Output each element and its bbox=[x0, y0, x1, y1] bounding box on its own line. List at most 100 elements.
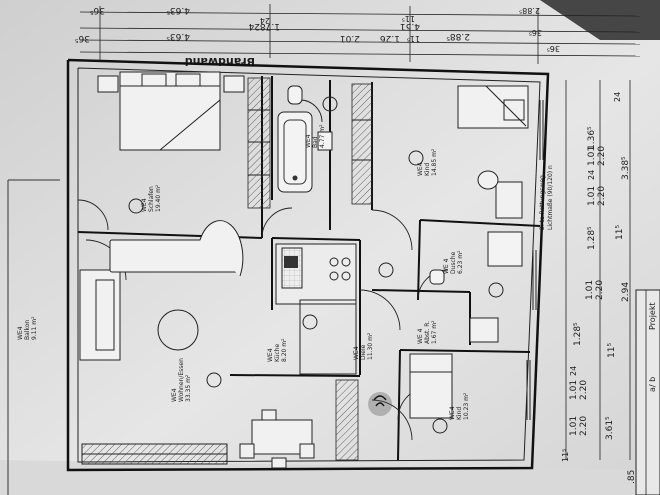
dim-top-3: 2.88⁵ bbox=[446, 31, 470, 41]
svg-text:Bad: Bad bbox=[312, 136, 319, 148]
kitchen-counter bbox=[275, 243, 357, 375]
svg-text:WE4: WE4 bbox=[305, 134, 312, 148]
dim-top-13: 24 bbox=[260, 16, 270, 25]
room-label-kueche: WE4 Küche 8.20 m² bbox=[267, 338, 288, 362]
svg-text:WE 4: WE 4 bbox=[443, 258, 450, 274]
dim-right-9: 1.28⁵ bbox=[587, 226, 597, 250]
dim-top-16: 36⁵ bbox=[529, 28, 542, 37]
svg-text:WE4: WE4 bbox=[141, 198, 148, 212]
svg-text:8.20 m²: 8.20 m² bbox=[281, 338, 288, 362]
dim-right-22: 11⁵ bbox=[561, 449, 570, 462]
dim-right-6: 1.01 bbox=[587, 146, 597, 166]
svg-text:4.77 m²: 4.77 m² bbox=[319, 124, 326, 148]
dim-right-3: 1.01 bbox=[587, 186, 597, 206]
dim-top-2: 4.63⁵ bbox=[166, 5, 190, 15]
desk bbox=[495, 181, 523, 219]
photo-shadow bbox=[540, 0, 660, 40]
escape-route-2: Lichtmaße (90/120) n bbox=[547, 165, 554, 230]
windows bbox=[526, 100, 544, 420]
dim-top-1: 36⁵ bbox=[90, 5, 105, 15]
stair-symbol bbox=[368, 392, 392, 416]
svg-text:Dusche: Dusche bbox=[450, 251, 457, 274]
dim-top-15: 2.88⁵ bbox=[519, 6, 540, 15]
inner-wall-line bbox=[77, 67, 541, 463]
dim-right-21: 3.61⁵ bbox=[605, 416, 615, 440]
dining-set bbox=[239, 409, 315, 469]
room-label-diele: WE4 Diele 11.30 m² bbox=[353, 332, 374, 360]
dim-right-11: 1.01 bbox=[585, 280, 595, 300]
svg-text:WE4: WE4 bbox=[171, 388, 178, 402]
room-label-abst: WE 4 Abst. R. 1.67 m² bbox=[417, 320, 438, 344]
dim-top-5: 24 bbox=[248, 21, 260, 31]
dim-right-14: 1.28⁵ bbox=[573, 322, 583, 346]
svg-text:19.40 m²: 19.40 m² bbox=[155, 184, 162, 212]
toilet bbox=[287, 85, 303, 105]
room-label-wohnen: WE4 Wohnen/Essen 33.35 m² bbox=[171, 358, 192, 402]
svg-text:Kind: Kind bbox=[424, 163, 431, 176]
svg-text:WE4: WE4 bbox=[353, 346, 360, 360]
sofa bbox=[79, 220, 244, 361]
svg-text:WE4: WE4 bbox=[17, 326, 24, 340]
escape-route-1: 2. te Rettungsweg bbox=[539, 175, 546, 230]
right-dimension-lines bbox=[565, 80, 631, 460]
dim-right-8: 3.38⁵ bbox=[621, 156, 631, 180]
shower-tray bbox=[487, 231, 523, 267]
svg-text:9.11 m²: 9.11 m² bbox=[31, 316, 38, 340]
svg-text:Küche: Küche bbox=[274, 343, 281, 362]
dim-right-4: 2.20 bbox=[597, 186, 607, 206]
dim-right-1: 24 bbox=[613, 92, 622, 102]
room-label-schlafen: WE4 Schlafen 19.40 m² bbox=[141, 184, 162, 212]
single-bed bbox=[457, 85, 529, 129]
svg-text:WE4: WE4 bbox=[449, 406, 456, 420]
svg-text:11.30 m²: 11.30 m² bbox=[367, 332, 374, 360]
dim-top-7: 36⁵ bbox=[75, 33, 90, 43]
chair bbox=[477, 170, 499, 190]
dim-right-15: 11⁵ bbox=[607, 343, 617, 358]
dim-right-10: 11⁵ bbox=[615, 225, 625, 240]
room-label-dusche: WE 4 Dusche 6.23 m² bbox=[443, 250, 464, 274]
dim-top-14: 11⁵ bbox=[402, 14, 415, 23]
svg-text:Balkon: Balkon bbox=[24, 320, 31, 340]
svg-text:WE4: WE4 bbox=[267, 348, 274, 362]
svg-text:10.23 m²: 10.23 m² bbox=[463, 392, 470, 420]
svg-text:Abst. R.: Abst. R. bbox=[424, 321, 431, 344]
svg-text:Wohnen/Essen: Wohnen/Essen bbox=[178, 358, 185, 402]
svg-text:Diele: Diele bbox=[360, 344, 367, 360]
balcony-railing bbox=[81, 443, 228, 465]
title-block: Projekt a/ b bbox=[635, 289, 660, 495]
outer-walls bbox=[66, 58, 550, 472]
title-block-mark: a/ b bbox=[648, 377, 657, 392]
dim-right-23: .85 bbox=[627, 470, 637, 484]
dim-right-5: 24 bbox=[587, 170, 596, 180]
dim-top-8: 4.63⁵ bbox=[166, 31, 190, 41]
door-swings bbox=[77, 99, 449, 441]
round-table bbox=[157, 309, 199, 351]
dim-top-12: 36⁵ bbox=[547, 44, 560, 53]
room-label-bad: WE4 Bad 4.77 m² bbox=[305, 124, 326, 148]
abst-shelf bbox=[469, 317, 499, 343]
dim-top-11: 11⁵ bbox=[407, 34, 420, 43]
dim-right-16: 1.01 bbox=[569, 380, 579, 400]
wardrobe-units bbox=[247, 77, 373, 461]
dim-right-18: 24 bbox=[569, 366, 578, 376]
dim-right-19: 1.01 bbox=[569, 416, 579, 436]
dim-right-20: 2.20 bbox=[579, 416, 589, 436]
dim-top-10: 1.26 bbox=[380, 33, 400, 43]
washbasin bbox=[317, 131, 333, 151]
svg-text:WE 4: WE 4 bbox=[417, 328, 424, 344]
dim-right-13: 2.94 bbox=[621, 282, 631, 302]
svg-text:33.35 m²: 33.35 m² bbox=[185, 374, 192, 402]
svg-text:Schlafen: Schlafen bbox=[148, 186, 155, 212]
svg-text:WE4: WE4 bbox=[417, 162, 424, 176]
dim-right-7: 2.20 bbox=[597, 146, 607, 166]
title-block-label: Projekt bbox=[648, 302, 657, 330]
room-label-kind2: WE4 Kind 10.23 m² bbox=[449, 392, 470, 420]
single-bed-2 bbox=[409, 353, 453, 419]
shower-toilet bbox=[429, 269, 445, 285]
room-symbols bbox=[128, 96, 504, 434]
svg-text:6.23 m²: 6.23 m² bbox=[457, 250, 464, 274]
dim-top-4: 1.78 bbox=[260, 21, 280, 31]
right-dims-text: 24 1.36⁵ 1.01 2.20 24 1.01 2.20 3.38⁵ 1.… bbox=[561, 92, 637, 484]
bathtub bbox=[277, 111, 313, 193]
